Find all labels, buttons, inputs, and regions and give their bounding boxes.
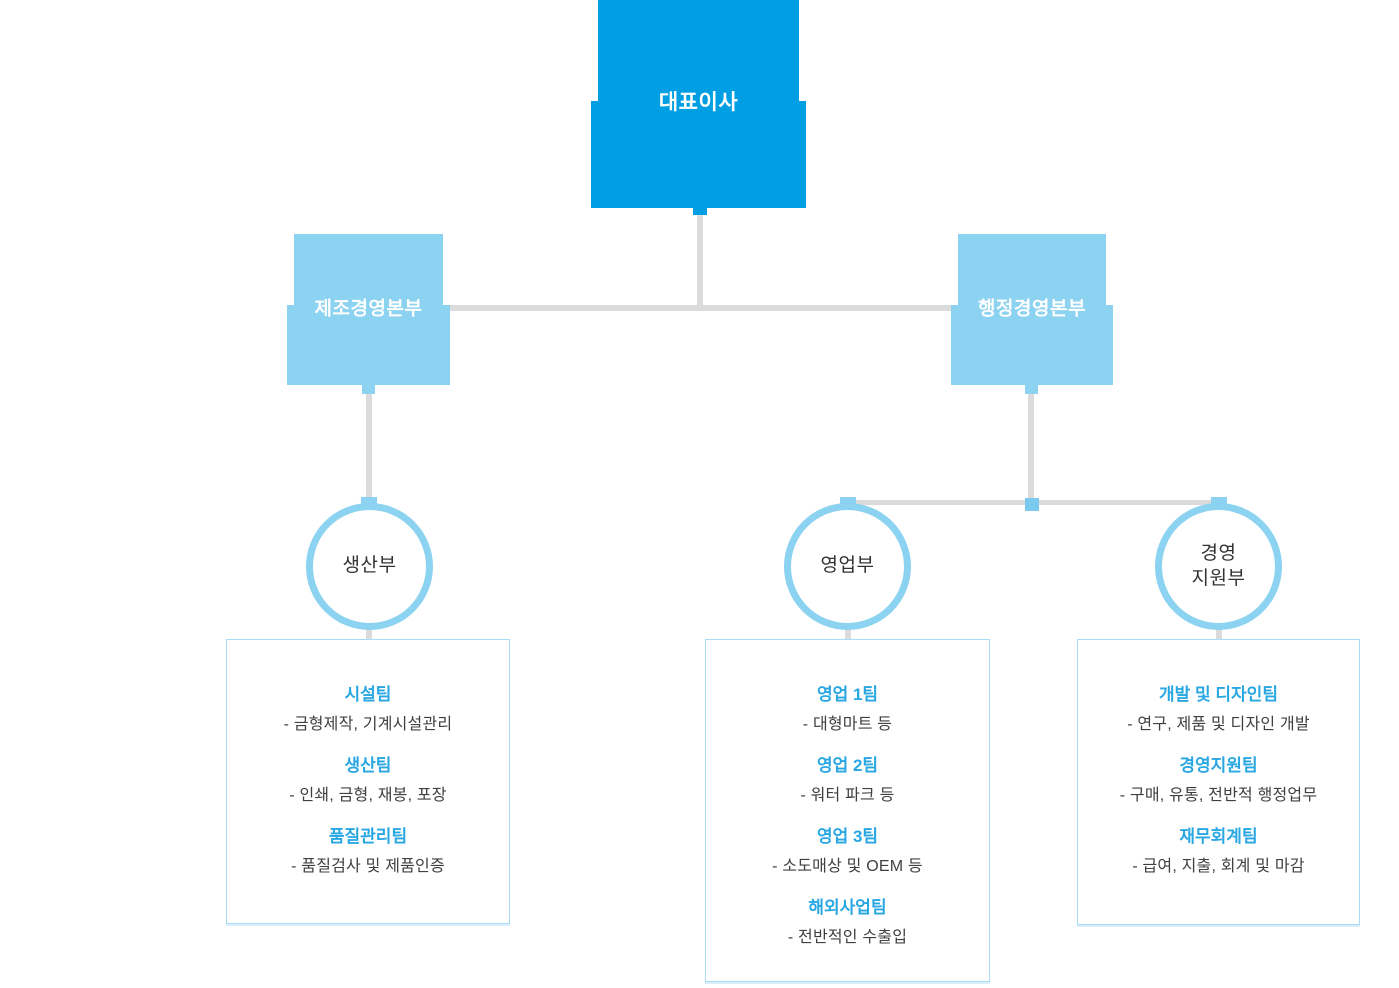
node-manufacturing-hq-upper	[294, 234, 443, 305]
node-ceo-upper	[598, 0, 799, 101]
node-support-dept: 경영 지원부	[1155, 503, 1282, 630]
team-name: 개발 및 디자인팀	[1159, 685, 1278, 704]
node-support-dept-label: 경영 지원부	[1192, 542, 1246, 591]
cap-support-top	[1211, 497, 1227, 510]
team-desc: - 급여, 지출, 회계 및 마감	[1132, 858, 1305, 875]
team-desc: - 워터 파크 등	[800, 787, 895, 804]
node-admin-hq-label: 행정경영본부	[978, 298, 1086, 320]
connector-ceo-vertical	[697, 207, 703, 307]
team-name: 영업 2팀	[816, 756, 879, 775]
team-name: 영업 1팀	[816, 685, 879, 704]
node-admin-hq: 행정경영본부	[951, 234, 1113, 385]
cap-dept-rail-junction	[1025, 498, 1039, 511]
cap-sales-top	[840, 497, 856, 510]
node-support-dept-line2: 지원부	[1191, 567, 1246, 589]
team-name: 영업 3팀	[816, 827, 879, 846]
connector-production-stub	[366, 628, 372, 640]
node-ceo-label: 대표이사	[658, 91, 739, 114]
cap-production-top	[361, 497, 377, 510]
team-name: 생산팀	[344, 756, 392, 775]
team-desc: - 대형마트 등	[802, 716, 893, 733]
team-desc: - 인쇄, 금형, 재봉, 포장	[289, 787, 447, 804]
node-admin-hq-lower	[951, 305, 1113, 385]
team-desc: - 금형제작, 기계시설관리	[283, 716, 453, 733]
team-name: 경영지원팀	[1179, 756, 1258, 775]
team-name: 품질관리팀	[328, 827, 408, 846]
node-production-dept: 생산부	[306, 503, 433, 630]
connector-admin-vertical	[1028, 390, 1034, 502]
team-desc: - 연구, 제품 및 디자인 개발	[1127, 716, 1310, 733]
team-name: 재무회계팀	[1179, 827, 1258, 846]
node-manufacturing-hq-lower	[287, 305, 450, 385]
team-desc: - 전반적인 수출입	[787, 929, 908, 946]
node-ceo-lower	[591, 101, 806, 208]
node-support-dept-line1: 경영	[1200, 542, 1237, 564]
team-name: 해외사업팀	[808, 898, 887, 917]
node-sales-dept-label: 영업부	[820, 555, 875, 577]
cap-manufacturing-bottom	[362, 384, 375, 394]
cap-ceo-bottom	[693, 207, 707, 215]
team-desc: - 소도매상 및 OEM 등	[772, 858, 923, 875]
team-desc: - 품질검사 및 제품인증	[291, 858, 445, 875]
production-teams-box: 시설팀 - 금형제작, 기계시설관리 생산팀 - 인쇄, 금형, 재봉, 포장 …	[226, 639, 510, 924]
node-manufacturing-hq-label: 제조경영본부	[314, 298, 423, 320]
connector-sales-stub	[845, 628, 851, 640]
node-sales-dept: 영업부	[784, 503, 911, 630]
connector-support-stub	[1216, 628, 1222, 640]
team-name: 시설팀	[344, 685, 392, 704]
node-ceo: 대표이사	[591, 0, 806, 208]
connector-hq-rail	[450, 305, 958, 311]
sales-teams-box: 영업 1팀 - 대형마트 등 영업 2팀 - 워터 파크 등 영업 3팀 - 소…	[705, 639, 990, 982]
support-teams-box: 개발 및 디자인팀 - 연구, 제품 및 디자인 개발 경영지원팀 - 구매, …	[1077, 639, 1360, 925]
connector-manufacturing-vertical	[366, 385, 372, 505]
node-manufacturing-hq: 제조경영본부	[287, 234, 450, 385]
team-desc: - 구매, 유통, 전반적 행정업무	[1119, 787, 1318, 804]
node-production-dept-label: 생산부	[342, 555, 397, 577]
cap-admin-bottom	[1025, 384, 1038, 394]
node-admin-hq-upper	[958, 234, 1106, 305]
